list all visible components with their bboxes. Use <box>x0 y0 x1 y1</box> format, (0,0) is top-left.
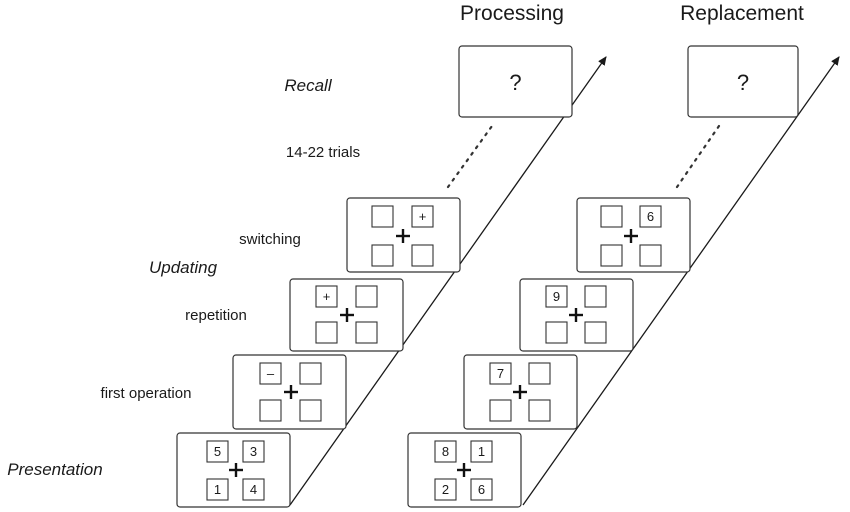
cell-value: + <box>323 289 331 304</box>
stimulus-cell <box>259 362 282 385</box>
stimulus-cell <box>299 362 322 385</box>
stimulus-cell <box>259 399 282 422</box>
trials-label: 14-22 trials <box>286 144 360 161</box>
fixation-cross <box>340 308 354 322</box>
stimulus-cell <box>355 321 378 344</box>
fixation-cross <box>396 229 410 243</box>
first-operation-label: first operation <box>101 385 192 402</box>
processing-switching-screen: + <box>346 197 461 273</box>
stimulus-cell <box>545 321 568 344</box>
stimulus-cell <box>299 399 322 422</box>
fixation-cross <box>513 385 527 399</box>
stimulus-cell <box>206 440 229 463</box>
replacement-title: Replacement <box>680 2 804 25</box>
stimulus-cell <box>489 362 512 385</box>
stimulus-cell <box>528 362 551 385</box>
stimulus-cell <box>371 205 394 228</box>
stimulus-cell <box>434 478 457 501</box>
processing-continuation-dots <box>446 124 494 189</box>
stimulus-cell <box>489 399 512 422</box>
switching-label: switching <box>239 231 301 248</box>
cell-value: 7 <box>497 366 504 381</box>
stimulus-cell <box>242 478 265 501</box>
stimulus-cell <box>528 399 551 422</box>
replacement-time-arrow <box>522 56 840 506</box>
fixation-cross <box>624 229 638 243</box>
fixation-cross <box>457 463 471 477</box>
cell-value: 1 <box>214 482 221 497</box>
cell-value: 6 <box>478 482 485 497</box>
processing-presentation-screen: 5 3 1 4 <box>176 432 291 508</box>
stimulus-cell <box>206 478 229 501</box>
stimulus-cell <box>584 321 607 344</box>
stimulus-cell <box>470 478 493 501</box>
stimulus-cell <box>639 205 662 228</box>
stimulus-cell <box>545 285 568 308</box>
stimulus-cell <box>355 285 378 308</box>
fixation-cross <box>229 463 243 477</box>
processing-title: Processing <box>460 2 564 25</box>
cell-value: 3 <box>250 444 257 459</box>
recall-label: Recall <box>284 76 332 95</box>
processing-time-arrow <box>289 56 607 506</box>
cell-value: 5 <box>214 444 221 459</box>
stimulus-cell <box>584 285 607 308</box>
replacement-continuation-dots <box>675 124 721 189</box>
stimulus-cell <box>434 440 457 463</box>
replacement-recall-screen: ? <box>687 45 799 118</box>
cell-value: 2 <box>442 482 449 497</box>
cell-value: 4 <box>250 482 257 497</box>
stimulus-cell <box>315 285 338 308</box>
stimulus-cell <box>600 244 623 267</box>
cell-value: – <box>267 366 275 381</box>
replacement-first-operation-screen: 7 <box>463 354 578 430</box>
presentation-label: Presentation <box>7 460 102 479</box>
repetition-label: repetition <box>185 307 247 324</box>
fixation-cross <box>569 308 583 322</box>
stimulus-cell <box>242 440 265 463</box>
replacement-presentation-screen: 8 1 2 6 <box>407 432 522 508</box>
cell-value: 1 <box>478 444 485 459</box>
updating-label: Updating <box>149 258 218 277</box>
recall-question-mark: ? <box>509 70 521 95</box>
stimulus-cell <box>411 244 434 267</box>
replacement-repetition-screen: 9 <box>519 278 634 352</box>
processing-recall-screen: ? <box>458 45 573 118</box>
replacement-switching-screen: 6 <box>576 197 691 273</box>
stimulus-cell <box>639 244 662 267</box>
cell-value: 6 <box>647 209 654 224</box>
stimulus-cell <box>371 244 394 267</box>
stimulus-cell <box>600 205 623 228</box>
fixation-cross <box>284 385 298 399</box>
cell-value: 8 <box>442 444 449 459</box>
cell-value: 9 <box>553 289 560 304</box>
recall-question-mark: ? <box>737 70 749 95</box>
processing-first-operation-screen: – <box>232 354 347 430</box>
stimulus-cell <box>470 440 493 463</box>
stimulus-cell <box>411 205 434 228</box>
cell-value: + <box>419 209 427 224</box>
stimulus-cell <box>315 321 338 344</box>
processing-repetition-screen: + <box>289 278 404 352</box>
